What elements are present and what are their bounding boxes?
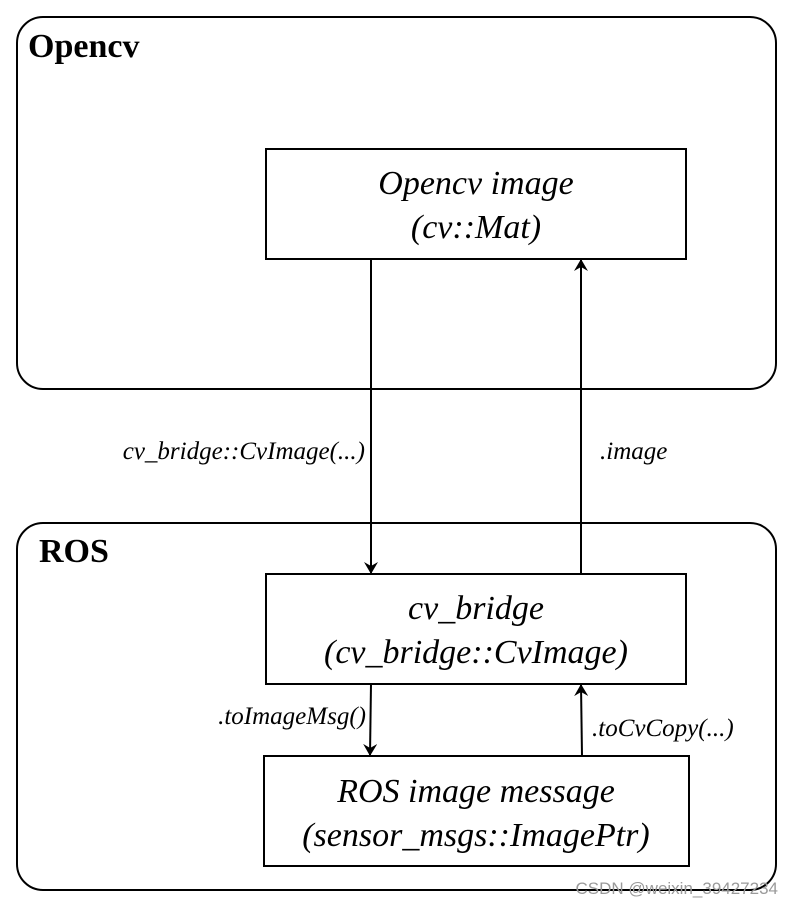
edge-label-image: .image: [600, 438, 667, 465]
edge-opencv-to-bridge: cv_bridge::CvImage(...): [123, 259, 378, 574]
edge-bridge-to-msg: .toImageMsg(): [218, 683, 378, 756]
edge-msg-to-bridge: .toCvCopy(...): [574, 684, 734, 757]
cv-bridge-type: (cv_bridge::CvImage): [324, 634, 628, 671]
cv-bridge-box: [265, 573, 687, 685]
cv-bridge-node: cv_bridge (cv_bridge::CvImage): [265, 573, 687, 685]
edge-label-to-cv-copy: .toCvCopy(...): [592, 715, 734, 742]
ros-image-message-node: ROS image message (sensor_msgs::ImagePtr…: [263, 755, 690, 867]
edge-label-cvimage-constructor: cv_bridge::CvImage(...): [123, 438, 365, 465]
opencv-image-label: Opencv image: [378, 165, 573, 202]
opencv-image-box: [265, 148, 687, 260]
ros-group-title: ROS: [39, 533, 109, 570]
ros-image-message-box: [263, 755, 690, 867]
opencv-image-node: Opencv image (cv::Mat): [265, 148, 687, 260]
opencv-image-type: (cv::Mat): [411, 209, 541, 246]
ros-image-message-type: (sensor_msgs::ImagePtr): [302, 817, 650, 854]
arrow-bridge-to-msg: [363, 683, 378, 756]
edge-label-to-image-msg: .toImageMsg(): [218, 703, 366, 730]
arrow-msg-to-bridge: [574, 684, 589, 757]
opencv-group-title: Opencv: [28, 28, 139, 65]
watermark: CSDN @weixin_39427234: [576, 879, 778, 898]
cv-bridge-label: cv_bridge: [408, 590, 544, 627]
edge-bridge-to-opencv: .image: [574, 259, 667, 574]
ros-image-message-label: ROS image message: [336, 773, 615, 810]
